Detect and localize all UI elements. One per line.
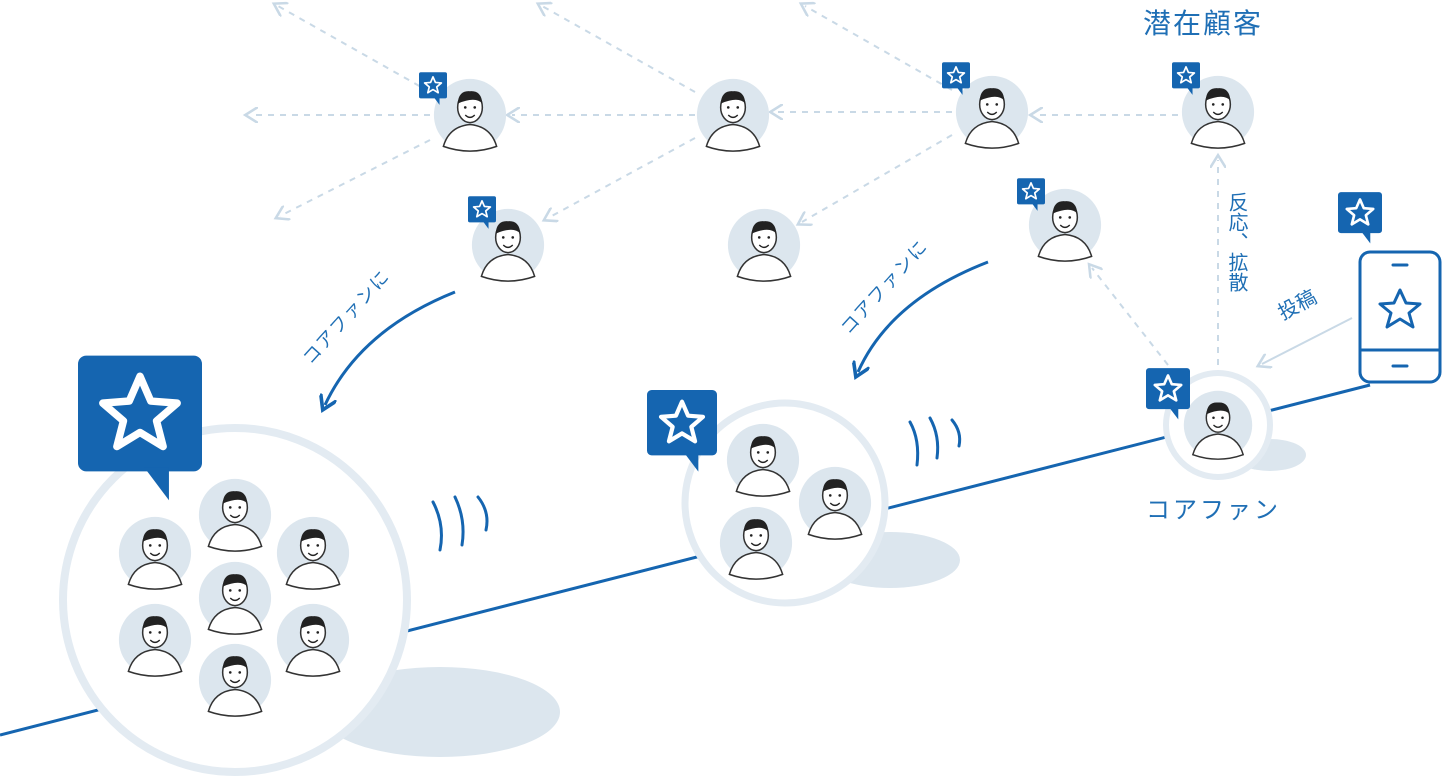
person-avatar: [198, 643, 272, 717]
dashed-arrow: [280, 139, 431, 216]
core-fan-node: [1146, 368, 1273, 480]
core-fan-arrow: [325, 290, 456, 405]
core-fan-arrow: [858, 260, 989, 372]
dashed-arrow: [805, 6, 953, 91]
reaction-spread-label: 反応、拡散: [1225, 192, 1249, 292]
post-arrow: [1262, 317, 1353, 364]
person-avatar: [719, 506, 793, 580]
dashed-arrow: [802, 134, 953, 222]
wave-marks: [431, 416, 962, 552]
person-avatar: [198, 478, 272, 552]
person-avatar: [276, 516, 350, 590]
person-avatar: [798, 466, 872, 540]
potential-customers: [419, 62, 1255, 282]
core-fan-label: コアファン: [1146, 496, 1281, 524]
person-avatar: [118, 516, 192, 590]
dashed-arrow: [278, 6, 431, 93]
dashed-arrow: [1092, 268, 1169, 366]
person-avatar: [727, 208, 801, 282]
person-avatar: [1183, 390, 1253, 460]
large-fan-community: [59, 356, 411, 776]
person-avatar: [696, 78, 770, 152]
person-avatar: [276, 603, 350, 677]
person-avatar: [198, 561, 272, 635]
spread-arrows: [250, 6, 1218, 366]
dashed-arrow: [542, 6, 696, 93]
person-avatar: [726, 423, 800, 497]
person-avatar: [118, 603, 192, 677]
star-badge-icon: [1338, 192, 1382, 245]
smartphone-icon: [1338, 192, 1442, 384]
potential-customers-label: 潜在顧客: [1143, 7, 1264, 40]
dashed-arrow: [548, 137, 696, 218]
medium-fan-community: [647, 390, 889, 607]
